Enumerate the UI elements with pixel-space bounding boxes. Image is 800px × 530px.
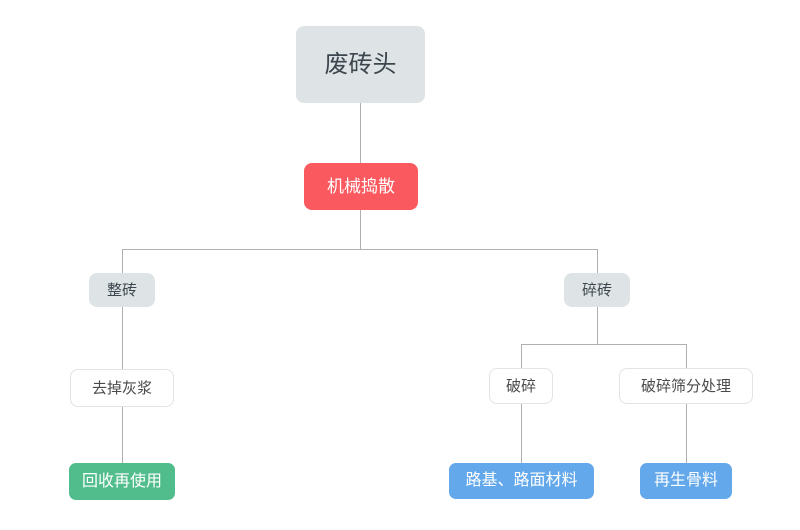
connector-level1-horizontal bbox=[122, 249, 598, 250]
connector-screening-to-aggregate bbox=[686, 404, 687, 463]
node-broken-brick: 碎砖 bbox=[564, 273, 630, 307]
node-remove-mortar: 去掉灰浆 bbox=[70, 369, 174, 407]
node-recycle-reuse: 回收再使用 bbox=[69, 463, 175, 500]
connector-drop-crush-screening bbox=[686, 344, 687, 368]
connector-whole-to-mortar bbox=[122, 307, 123, 369]
node-roadbed-material: 路基、路面材料 bbox=[449, 463, 594, 499]
node-whole-brick: 整砖 bbox=[89, 273, 155, 307]
connector-drop-broken-brick bbox=[597, 249, 598, 273]
connector-crush-to-roadbed bbox=[521, 404, 522, 463]
connector-mortar-to-recycle bbox=[122, 407, 123, 463]
connector-root-to-mechanical bbox=[360, 103, 361, 163]
connector-level2-horizontal bbox=[521, 344, 686, 345]
node-crush: 破碎 bbox=[489, 368, 553, 404]
connector-mechanical-stem bbox=[360, 210, 361, 249]
node-crush-screening: 破碎筛分处理 bbox=[619, 368, 753, 404]
connector-drop-whole-brick bbox=[122, 249, 123, 273]
node-waste-brick: 废砖头 bbox=[296, 26, 425, 103]
connector-broken-stem bbox=[597, 307, 598, 344]
connector-drop-crush bbox=[521, 344, 522, 368]
node-recycled-aggregate: 再生骨料 bbox=[640, 463, 732, 499]
node-mechanical-break: 机械捣散 bbox=[304, 163, 418, 210]
